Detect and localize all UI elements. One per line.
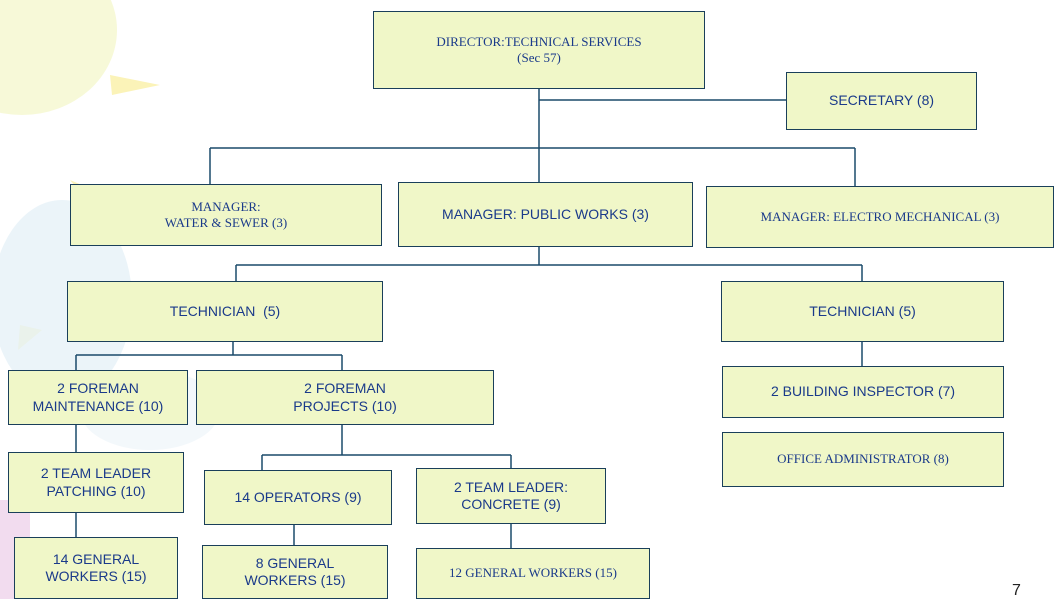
office-administrator-label: OFFICE ADMINISTRATOR (8)	[777, 451, 949, 467]
page-number: 7	[1012, 582, 1021, 599]
office-administrator-box: OFFICE ADMINISTRATOR (8)	[722, 432, 1004, 487]
operators-box: 14 OPERATORS (9)	[204, 470, 392, 525]
team-leader-patching-label: PATCHING (10)	[46, 482, 146, 499]
sun-ray-decoration	[110, 75, 160, 95]
general-workers-12-label: 12 GENERAL WORKERS (15)	[449, 565, 617, 581]
technician-left-label: TECHNICIAN (5)	[169, 302, 281, 319]
bubble-decoration	[0, 200, 132, 400]
team-leader-concrete-label: CONCRETE (9)	[461, 496, 561, 512]
manager-water-title: MANAGER:	[191, 198, 261, 214]
director-box: DIRECTOR:TECHNICAL SERVICES (Sec 57)	[373, 11, 705, 89]
secretary-label: SECRETARY (8)	[828, 92, 935, 109]
manager-electro-label: MANAGER: ELECTRO MECHANICAL (3)	[760, 208, 1000, 224]
balloon-decoration	[0, 0, 117, 115]
director-section: (Sec 57)	[517, 50, 561, 65]
general-workers-8-count: 8 GENERAL	[255, 554, 335, 571]
general-workers-14-label: WORKERS (15)	[45, 568, 147, 584]
general-workers-12-box: 12 GENERAL WORKERS (15)	[416, 548, 650, 599]
general-workers-14-count: 14 GENERAL	[52, 550, 140, 567]
team-leader-concrete-box: 2 TEAM LEADER: CONCRETE (9)	[416, 468, 606, 524]
building-inspector-label: 2 BUILDING INSPECTOR (7)	[770, 383, 956, 400]
director-title: DIRECTOR:TECHNICAL SERVICES	[436, 33, 642, 49]
general-workers-8-box: 8 GENERAL WORKERS (15)	[202, 545, 388, 599]
foreman-projects-box: 2 FOREMAN PROJECTS (10)	[196, 370, 494, 425]
general-workers-14-box: 14 GENERAL WORKERS (15)	[14, 537, 178, 599]
building-inspector-box: 2 BUILDING INSPECTOR (7)	[722, 366, 1004, 418]
technician-left-box: TECHNICIAN (5)	[67, 281, 383, 342]
technician-right-label: TECHNICIAN (5)	[809, 302, 916, 319]
general-workers-8-label: WORKERS (15)	[244, 572, 346, 588]
foreman-maintenance-count: 2 FOREMAN	[57, 380, 139, 396]
foreman-maintenance-label: MAINTENANCE (10)	[32, 397, 164, 414]
manager-electro-mechanical-box: MANAGER: ELECTRO MECHANICAL (3)	[706, 186, 1054, 248]
technician-right-box: TECHNICIAN (5)	[721, 281, 1004, 342]
foreman-maintenance-box: 2 FOREMAN MAINTENANCE (10)	[8, 370, 188, 425]
operators-label: 14 OPERATORS (9)	[234, 488, 362, 505]
manager-public-works-box: MANAGER: PUBLIC WORKS (3)	[398, 182, 693, 247]
foreman-projects-count: 2 FOREMAN	[304, 380, 386, 396]
team-leader-concrete-count: 2 TEAM LEADER:	[453, 478, 569, 495]
team-leader-patching-count: 2 TEAM LEADER	[40, 465, 152, 481]
secretary-box: SECRETARY (8)	[786, 72, 977, 130]
foreman-projects-label: PROJECTS (10)	[293, 397, 397, 414]
team-leader-patching-box: 2 TEAM LEADER PATCHING (10)	[8, 452, 184, 513]
manager-public-works-label: MANAGER: PUBLIC WORKS (3)	[442, 205, 649, 222]
manager-water-dept: WATER & SEWER (3)	[164, 215, 288, 230]
manager-water-sewer-box: MANAGER: WATER & SEWER (3)	[70, 184, 382, 246]
